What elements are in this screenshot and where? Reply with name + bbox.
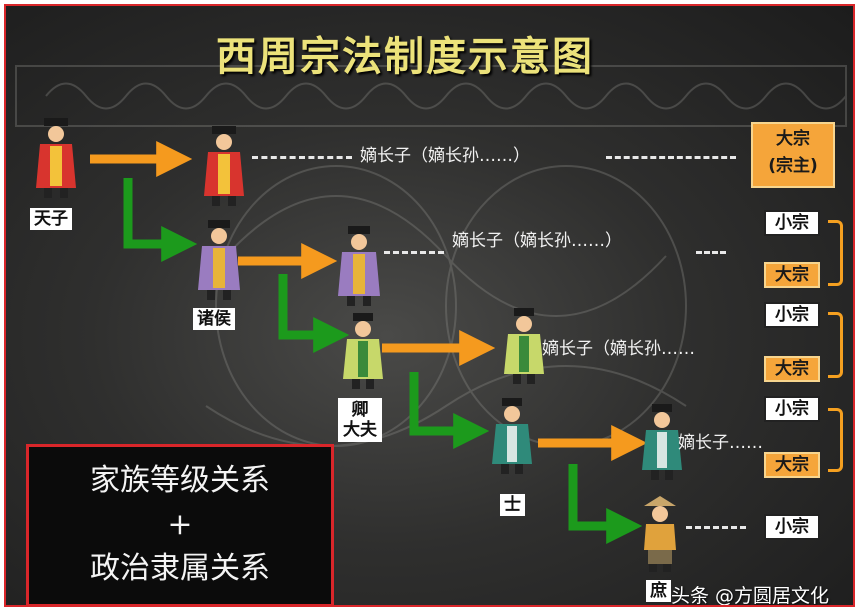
tag-dazong-3: 大宗: [764, 452, 820, 478]
shi-figure: [492, 398, 532, 474]
dazong-successor-figure-1: [204, 126, 244, 206]
summary-plus: +: [167, 507, 193, 542]
lineage-dash-5: [686, 526, 746, 529]
zhuhou-figure: [198, 220, 240, 300]
bracket-2: [828, 312, 843, 378]
green-arrow-3: [409, 372, 490, 449]
tag-xiaozong-4: 小宗: [764, 514, 820, 540]
green-arrow-1: [123, 178, 198, 262]
tag-dazong-1: 大宗: [764, 262, 820, 288]
tianzi-figure: [36, 118, 76, 198]
dazong-successor-figure-4: [642, 404, 682, 480]
lineage-text-4: 嫡长子……: [678, 433, 763, 453]
background-pattern: [15, 65, 847, 447]
lineage-text-3: 嫡长子（嫡长孙……: [542, 339, 695, 359]
rank-label-tianzi: 天子: [30, 208, 72, 230]
tag-xiaozong-2: 小宗: [764, 302, 820, 328]
diagram-title: 西周宗法制度示意图: [216, 33, 594, 80]
lineage-dash-1b: [606, 156, 736, 159]
lineage-text-1: 嫡长子（嫡长孙……）: [360, 146, 530, 166]
lineage-dash-2a: [384, 251, 444, 254]
lineage-dash-1a: [252, 156, 352, 159]
shuren-figure: [644, 496, 676, 572]
tag-dazong-2: 大宗: [764, 356, 820, 382]
arrows-layer: [90, 141, 648, 544]
rank-label-shi: 士: [500, 494, 525, 516]
summary-box: 家族等级关系 + 政治隶属关系: [26, 444, 334, 605]
diagram-frame: 西周宗法制度示意图: [4, 4, 855, 607]
summary-line-family: 家族等级关系: [90, 463, 270, 498]
rank-label-zhuhou: 诸侯: [193, 308, 235, 330]
summary-line-political: 政治隶属关系: [90, 551, 270, 586]
tag-dazong-zongzhu: 大宗 (宗主): [751, 122, 835, 188]
rank-label-dafu: 大夫: [343, 420, 377, 440]
dazong-successor-figure-3: [504, 308, 544, 384]
bracket-3: [828, 408, 843, 472]
rank-label-qing: 卿: [351, 400, 369, 420]
green-arrow-4: [568, 464, 643, 544]
lineage-text-2: 嫡长子（嫡长孙……）: [452, 231, 622, 251]
watermark: 头条 @方圆居文化: [671, 585, 830, 607]
tag-dazong-top: 大宗: [776, 129, 810, 149]
lineage-dash-2b: [696, 251, 726, 254]
tag-xiaozong-3: 小宗: [764, 396, 820, 422]
tag-xiaozong-1: 小宗: [764, 210, 820, 236]
qing-dafu-figure: [343, 313, 383, 389]
bracket-1: [828, 220, 843, 286]
green-arrow-2: [278, 274, 350, 353]
rank-label-qing-dafu: 卿 大夫: [338, 398, 382, 442]
tag-zongzhu: (宗主): [768, 156, 818, 176]
rank-label-shuren: 庶: [646, 580, 671, 602]
dazong-successor-figure-2: [338, 226, 380, 306]
